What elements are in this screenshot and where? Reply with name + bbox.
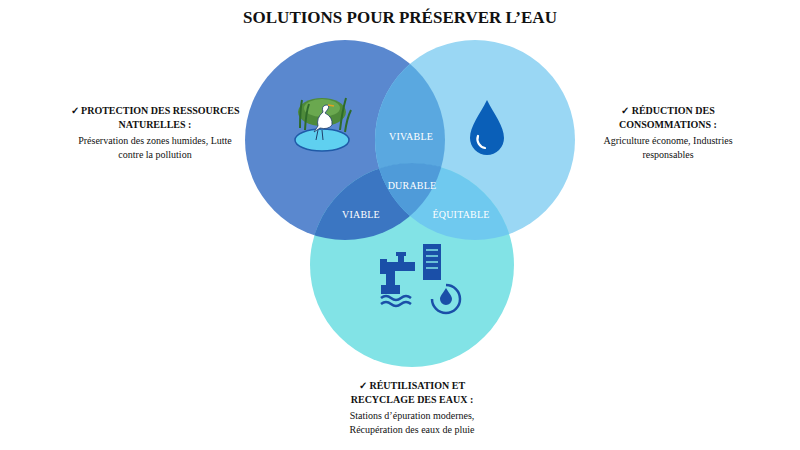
- circle-heading: ✓ RÉDUCTION DES CONSOMMATIONS :: [593, 104, 743, 131]
- circle-heading: ✓ RÉUTILISATION ET RECYCLAGE DES EAUX :: [337, 379, 487, 406]
- diagram-title: SOLUTIONS POUR PRÉSERVER L’EAU: [0, 8, 800, 28]
- circle-fill: [245, 40, 445, 240]
- circle-heading: ✓ PROTECTION DES RESSOURCES NATURELLES :: [66, 104, 244, 131]
- zone-label: VIABLE: [342, 209, 380, 220]
- circle-caption: ✓ PROTECTION DES RESSOURCES NATURELLES :…: [66, 104, 244, 161]
- circle-body: Stations d’épuration modernes, Récupérat…: [330, 409, 495, 436]
- circle-body: Agriculture économe, Industries responsa…: [603, 134, 733, 161]
- circle-caption: ✓ RÉDUCTION DES CONSOMMATIONS : Agricultu…: [593, 104, 743, 161]
- zone-label: VIVABLE: [389, 131, 433, 142]
- zone-label: DURABLE: [388, 180, 437, 191]
- circle-fill: [375, 40, 575, 240]
- circle-fill: [310, 163, 514, 367]
- circle-caption: ✓ RÉUTILISATION ET RECYCLAGE DES EAUX : S…: [327, 379, 497, 436]
- circle-body: Préservation des zones humides, Lutte co…: [75, 134, 235, 161]
- zone-label: ÉQUITABLE: [432, 209, 489, 220]
